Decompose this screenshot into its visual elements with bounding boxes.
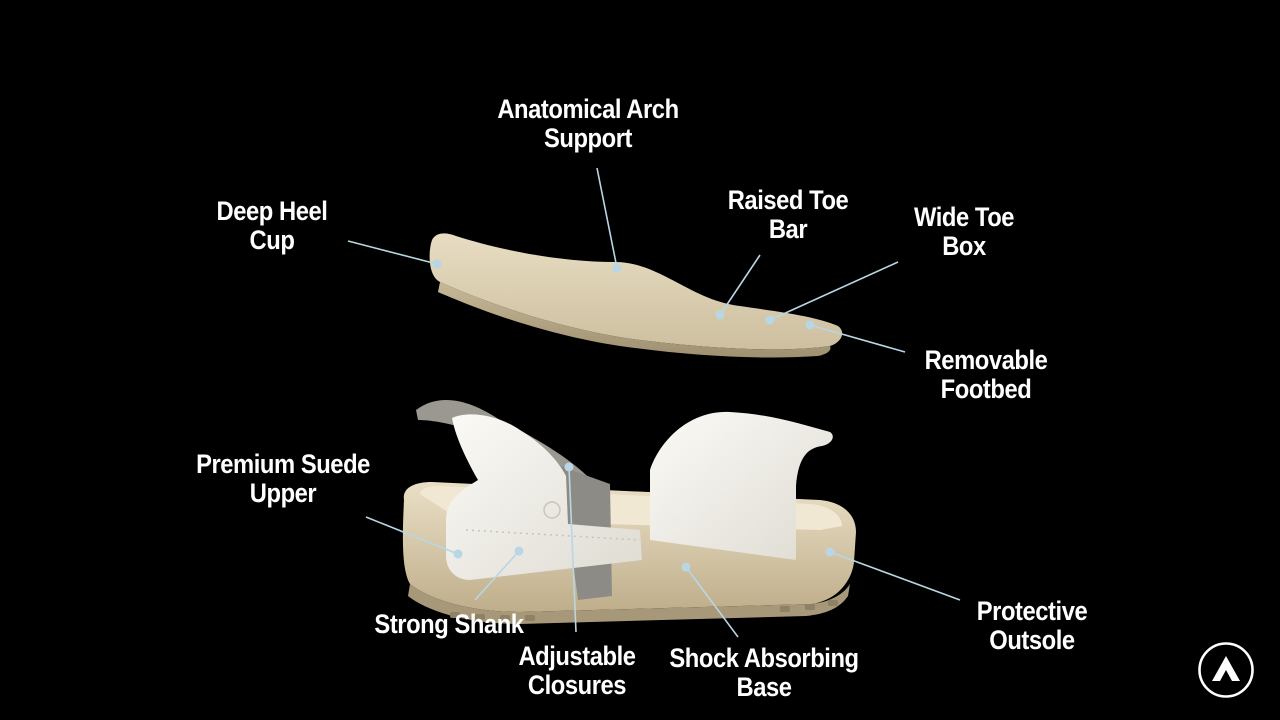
label-toe-bar: Raised Toe Bar <box>728 186 849 244</box>
label-outsole: Protective Outsole <box>977 597 1087 655</box>
label-shock-base: Shock Absorbing Base <box>669 644 858 702</box>
label-heel-cup: Deep Heel Cup <box>217 197 328 255</box>
label-shank: Strong Shank <box>374 610 523 639</box>
label-arch-support: Anatomical Arch Support <box>497 95 678 153</box>
a-mark-logo-icon[interactable] <box>1197 641 1255 699</box>
label-toe-box: Wide Toe Box <box>914 203 1014 261</box>
label-footbed: Removable Footbed <box>925 346 1048 404</box>
footbed-shape <box>430 233 843 357</box>
label-closures: Adjustable Closures <box>518 642 635 700</box>
label-suede-upper: Premium Suede Upper <box>196 450 370 508</box>
